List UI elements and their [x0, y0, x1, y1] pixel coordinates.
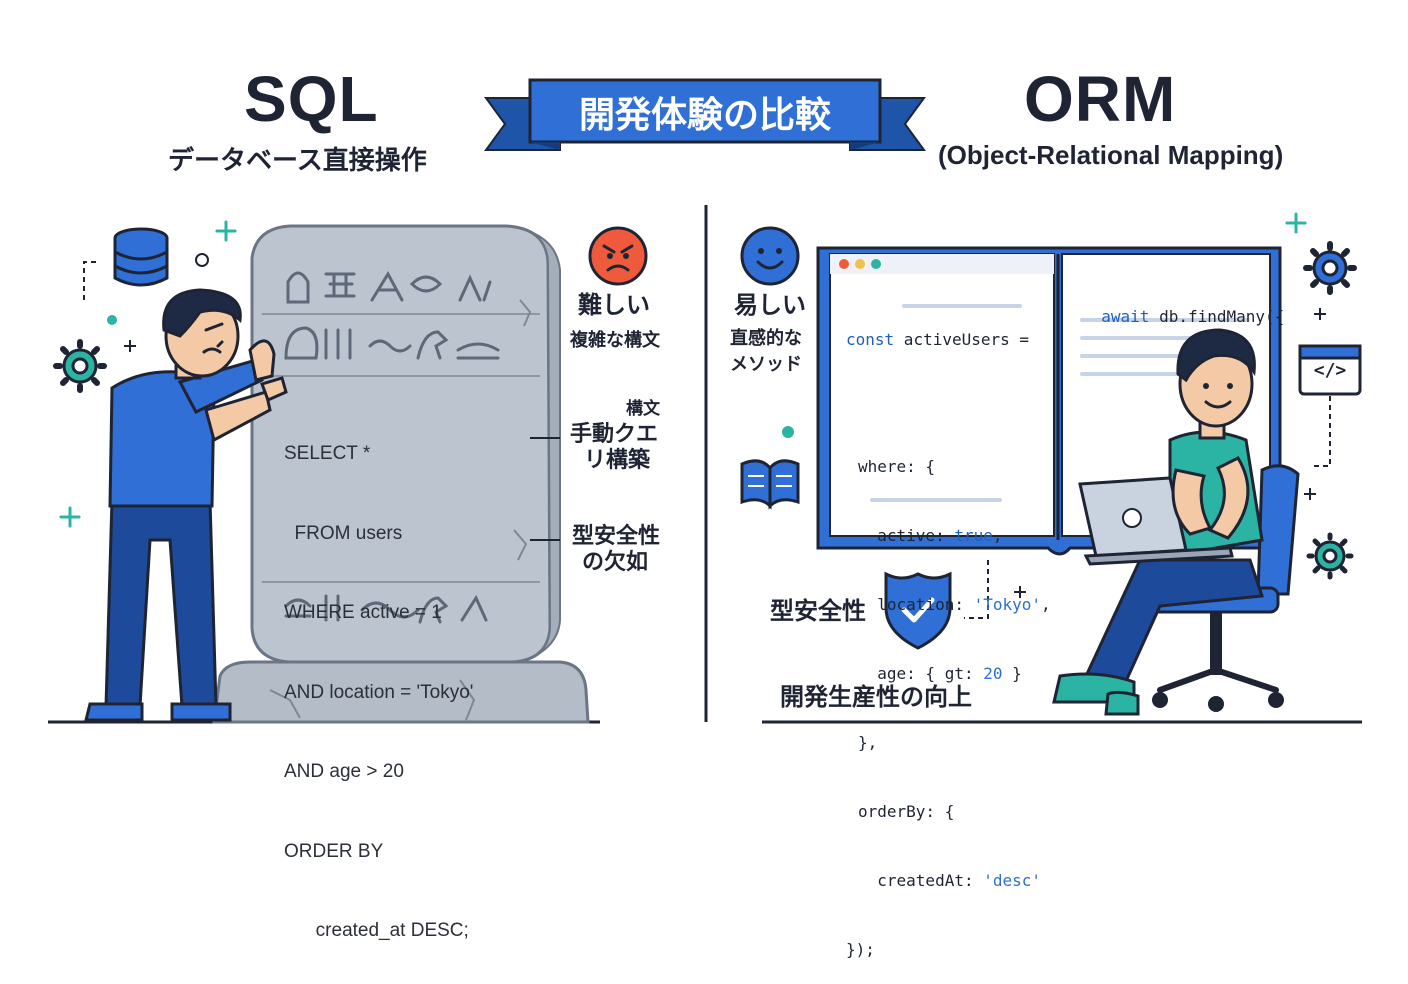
orm-code-text: , — [1041, 595, 1051, 614]
orm-code-text: orderBy: { — [858, 802, 955, 821]
orm-code-left: const activeUsers = where: { active: tru… — [846, 282, 1051, 984]
orm-code-keyword: const — [846, 330, 895, 349]
orm-code-text: } — [1002, 664, 1022, 683]
orm-code-keyword: await — [1101, 307, 1150, 326]
sql-note-no-type-safety: 型安全性 の欠如 — [572, 524, 660, 576]
orm-code-text: }, — [858, 733, 878, 752]
orm-title: ORM — [1024, 63, 1177, 135]
stone-tablet — [212, 224, 590, 724]
sql-code-line: FROM users — [284, 522, 403, 544]
angry-face-icon — [588, 226, 648, 286]
orm-code-value: 'Tokyo' — [973, 595, 1042, 614]
gear-icon-right-top — [1303, 241, 1357, 295]
sql-code-block: SELECT * FROM users WHERE active = 1 AND… — [284, 388, 473, 971]
database-icon — [113, 227, 169, 287]
sql-code-line: WHERE active = 1 — [284, 602, 442, 623]
sql-code-line: SELECT * — [284, 443, 371, 464]
orm-note-type-safety: 型安全性 — [770, 597, 866, 625]
code-window-glyph: </> — [1313, 360, 1347, 381]
book-icon — [740, 459, 800, 510]
code-window-icon — [1298, 344, 1362, 396]
orm-code-value: 'desc' — [983, 871, 1042, 890]
orm-subtitle: (Object-Relational Mapping) — [938, 140, 1284, 170]
orm-note-intuitive-line1: 直感的な — [730, 328, 802, 349]
orm-note-easy: 易しい — [734, 291, 806, 319]
sql-note-manual-query-line1: 手動クエ — [570, 422, 659, 447]
sql-code-line: AND location = 'Tokyo' — [284, 681, 474, 703]
sparkle-icon — [59, 220, 237, 528]
sql-note-syntax-label: 構文 — [626, 399, 660, 419]
orm-code-text: db.findMany({ — [1149, 307, 1285, 326]
orm-code-text: age: { gt: — [858, 664, 984, 683]
orm-code-text: , — [992, 526, 1003, 545]
shield-check-icon — [884, 571, 952, 650]
orm-code-text: }); — [846, 940, 875, 959]
orm-note-productivity: 開発生産性の向上 — [780, 683, 972, 711]
frustrated-man — [84, 288, 288, 722]
orm-note-intuitive: 直感的な メソッド — [730, 326, 802, 378]
smiley-face-icon — [740, 226, 800, 286]
banner-ribbon — [484, 78, 926, 151]
orm-code-text: activeUsers = — [894, 330, 1030, 349]
sql-note-manual-query-line2: リ構築 — [584, 448, 651, 473]
sql-note-no-type-safety-line2: の欠如 — [582, 550, 649, 575]
happy-developer — [1052, 328, 1300, 716]
sql-code-line: ORDER BY — [284, 840, 384, 862]
sql-note-complex-syntax: 複雑な構文 — [570, 330, 660, 351]
banner-title: 開発体験の比較 — [578, 95, 831, 136]
sql-note-manual-query: 手動クエ リ構築 — [570, 422, 658, 474]
gear-icon-left — [53, 339, 107, 393]
orm-code-value: true — [954, 526, 993, 545]
sql-title: SQL — [244, 63, 379, 135]
orm-code-text: where: { — [858, 457, 936, 476]
orm-code-text: location: — [858, 595, 974, 614]
sql-code-line: created_at DESC; — [284, 920, 469, 941]
orm-code-value: 20 — [983, 664, 1003, 683]
orm-code-text: createdAt: — [858, 871, 984, 890]
sql-code-line: AND age > 20 — [284, 761, 404, 782]
scene-illustration — [48, 78, 1362, 724]
sql-note-difficult: 難しい — [578, 291, 650, 319]
orm-code-right: await db.findMany({ — [1082, 282, 1284, 328]
orm-note-intuitive-line2: メソッド — [730, 354, 802, 375]
sql-note-no-type-safety-line1: 型安全性 — [572, 524, 661, 549]
gear-icon-right-bottom — [1306, 532, 1354, 580]
orm-code-text: active: — [858, 526, 955, 545]
sql-subtitle: データベース直接操作 — [168, 146, 427, 176]
